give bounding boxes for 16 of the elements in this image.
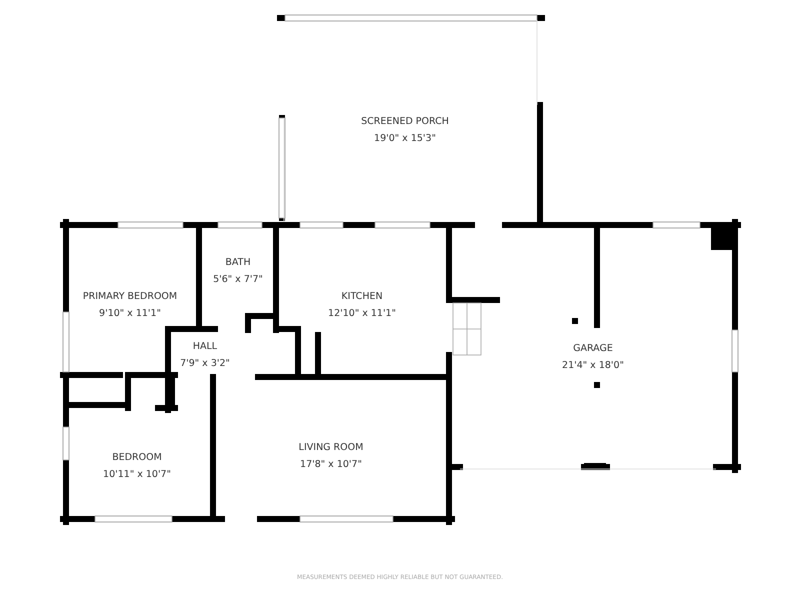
room-name: PRIMARY BEDROOM bbox=[82, 290, 178, 304]
room-dimensions: 12'10" x 11'1" bbox=[328, 307, 396, 321]
room-dimensions: 17'8" x 10'7" bbox=[300, 458, 362, 472]
room-name: HALL bbox=[192, 340, 218, 354]
room-name: BATH bbox=[225, 256, 251, 270]
room-name: KITCHEN bbox=[341, 290, 383, 304]
room-name: SCREENED PORCH bbox=[361, 115, 449, 129]
room-dimensions: 7'9" x 3'2" bbox=[180, 357, 230, 371]
room-dimensions: 19'0" x 15'3" bbox=[374, 132, 436, 146]
room-name: BEDROOM bbox=[112, 451, 162, 465]
room-dimensions: 10'11" x 10'7" bbox=[103, 468, 171, 482]
room-dimensions: 21'4" x 18'0" bbox=[562, 359, 624, 373]
room-dimensions: 9'10" x 11'1" bbox=[99, 307, 161, 321]
room-name: LIVING ROOM bbox=[298, 441, 364, 455]
room-dimensions: 5'6" x 7'7" bbox=[213, 273, 263, 287]
room-name: GARAGE bbox=[573, 342, 613, 356]
